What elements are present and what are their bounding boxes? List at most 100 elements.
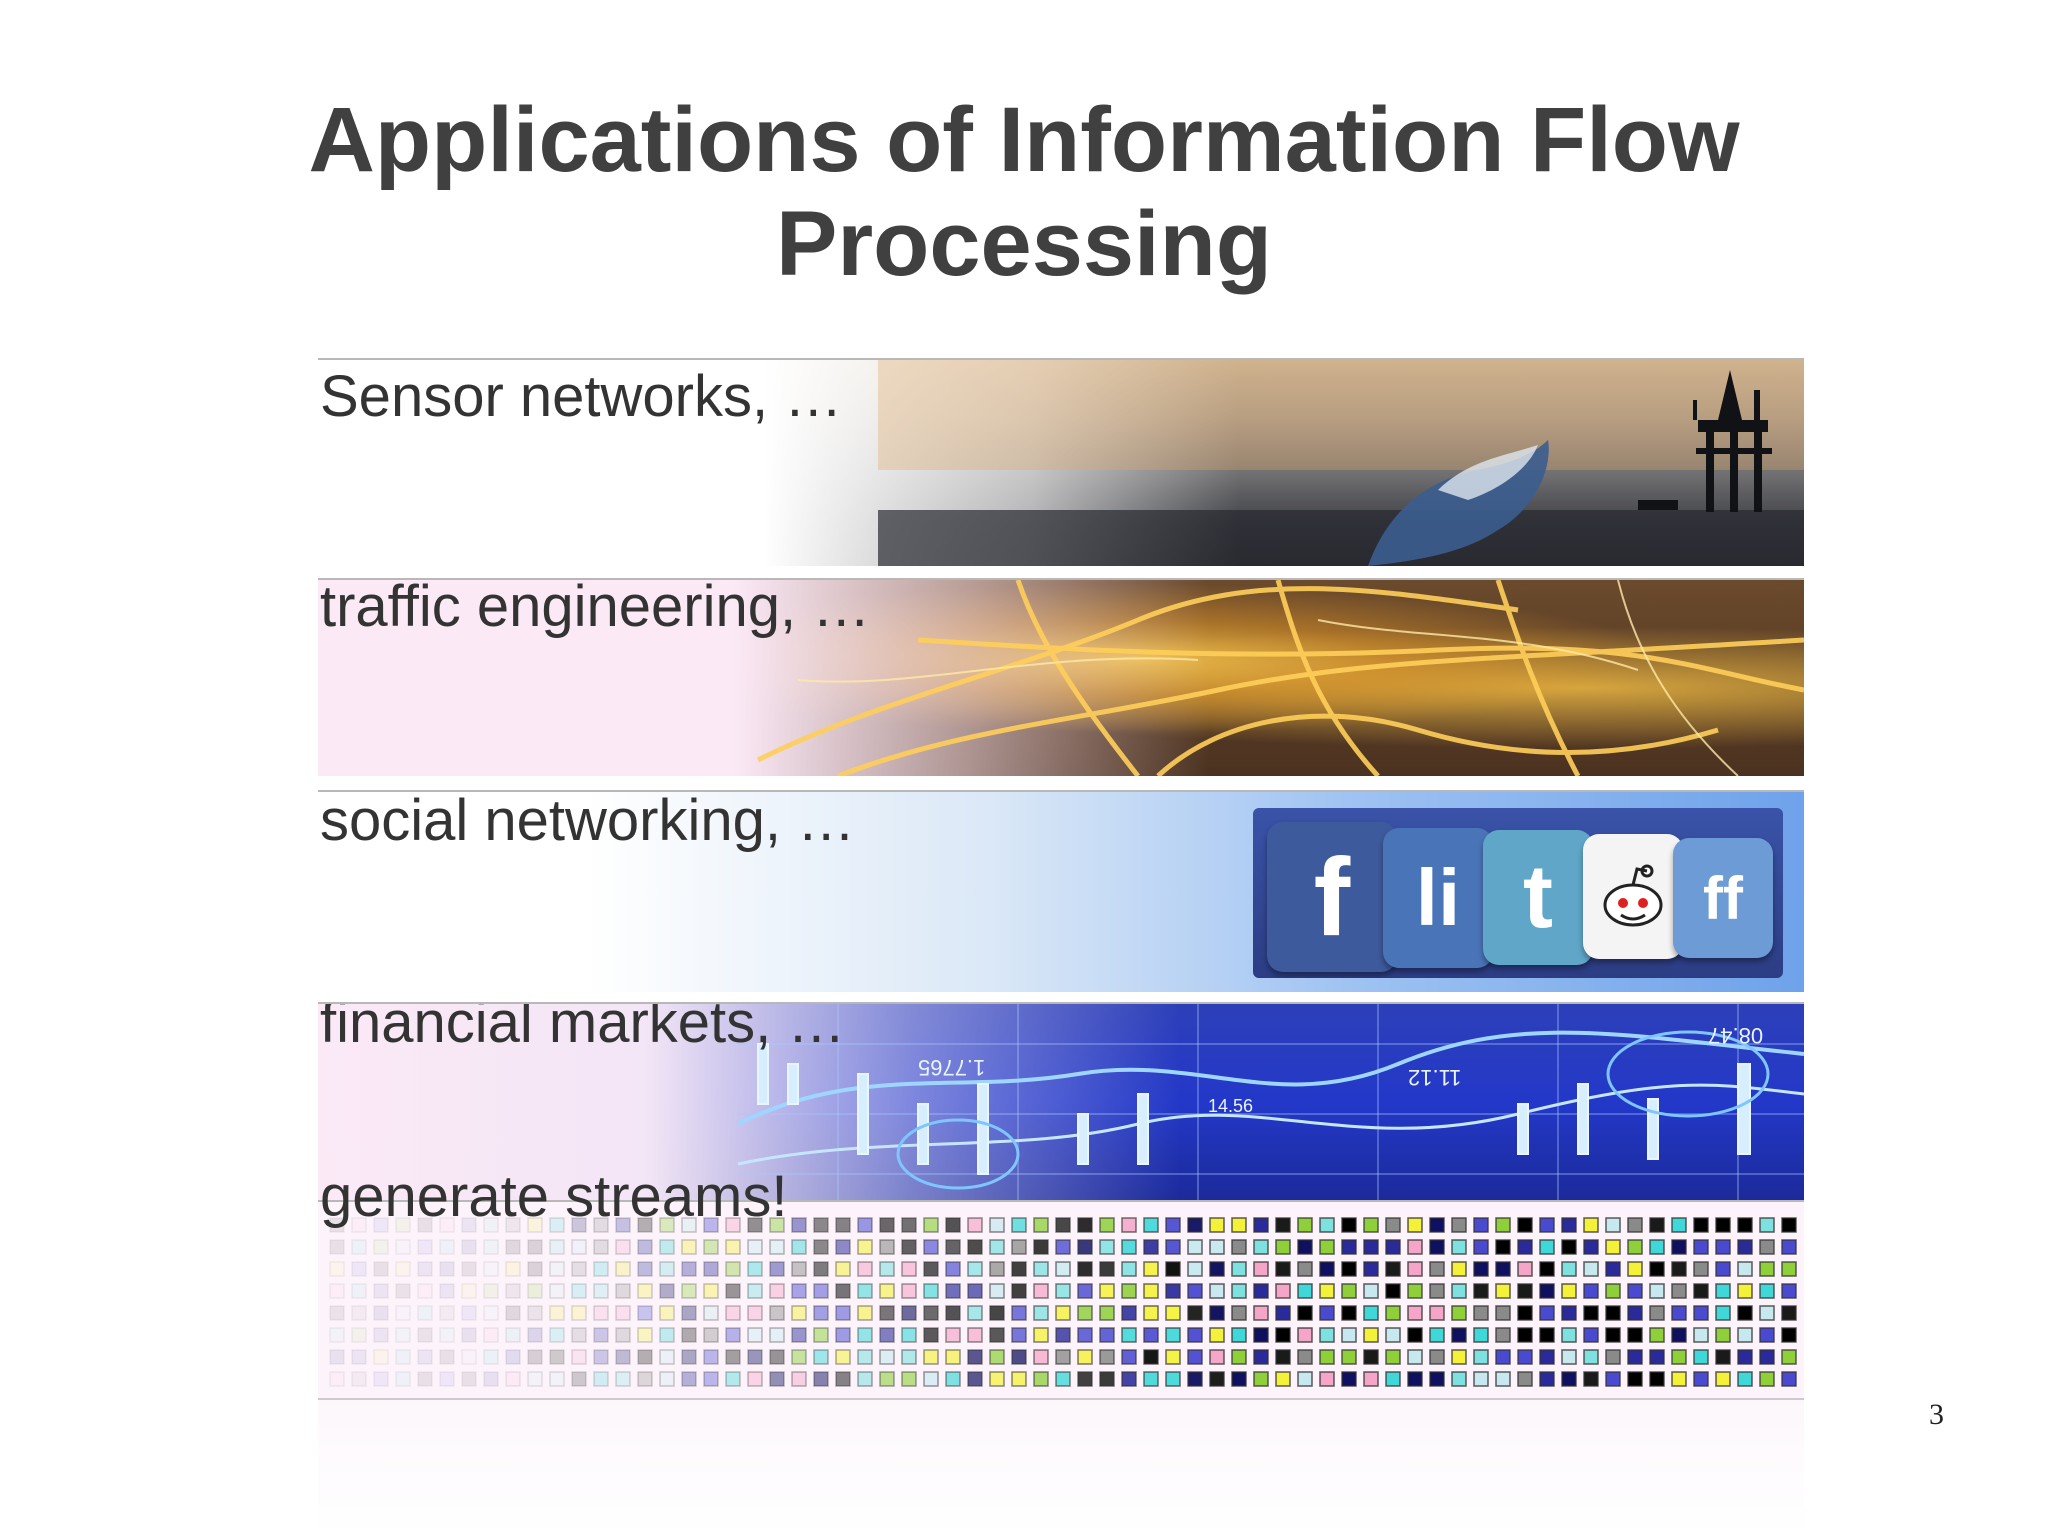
mosaic-cell — [945, 1239, 961, 1255]
mosaic-cell — [329, 1283, 345, 1299]
mosaic-cell — [1319, 1371, 1335, 1387]
mosaic-cell — [1209, 1305, 1225, 1321]
mosaic-cell — [1077, 1371, 1093, 1387]
mosaic-cell — [637, 1349, 653, 1365]
mosaic-cell — [1275, 1327, 1291, 1343]
mosaic-cell — [395, 1261, 411, 1277]
mosaic-cell — [1341, 1239, 1357, 1255]
mosaic-cell — [329, 1327, 345, 1343]
mosaic-cell — [417, 1261, 433, 1277]
mosaic-cell — [1011, 1327, 1027, 1343]
mosaic-cell — [1297, 1305, 1313, 1321]
finance-number-3: 14.56 — [1208, 1096, 1254, 1116]
mosaic-cell — [1539, 1217, 1555, 1233]
mosaic-cell — [1341, 1283, 1357, 1299]
mosaic-cell — [329, 1371, 345, 1387]
mosaic-cell — [351, 1217, 367, 1233]
mosaic-cell — [373, 1305, 389, 1321]
mosaic-cell — [571, 1371, 587, 1387]
mosaic-cell — [1363, 1239, 1379, 1255]
page-fade — [318, 1398, 1804, 1535]
mosaic-cell — [395, 1327, 411, 1343]
mosaic-cell — [945, 1349, 961, 1365]
mosaic-cell — [703, 1261, 719, 1277]
mosaic-cell — [747, 1261, 763, 1277]
mosaic-cell — [1737, 1261, 1753, 1277]
mosaic-cell — [373, 1371, 389, 1387]
mosaic-cell — [461, 1261, 477, 1277]
mosaic-cell — [747, 1217, 763, 1233]
mosaic-cell — [1363, 1327, 1379, 1343]
mosaic-cell — [417, 1217, 433, 1233]
mosaic-cell — [1165, 1327, 1181, 1343]
mosaic-cell — [351, 1305, 367, 1321]
mosaic-cell — [703, 1283, 719, 1299]
mosaic-cell — [1055, 1349, 1071, 1365]
mosaic-cell — [505, 1261, 521, 1277]
mosaic-cell — [505, 1283, 521, 1299]
mosaic-cell — [1077, 1283, 1093, 1299]
mosaic-cell — [1561, 1283, 1577, 1299]
mosaic-cell — [1605, 1305, 1621, 1321]
mosaic-cell — [1253, 1305, 1269, 1321]
mosaic-cell — [1671, 1371, 1687, 1387]
mosaic-cell — [681, 1327, 697, 1343]
mosaic-cell — [1209, 1349, 1225, 1365]
mosaic-cell — [1627, 1327, 1643, 1343]
mosaic-cell — [1693, 1239, 1709, 1255]
mosaic-cell — [1407, 1217, 1423, 1233]
mosaic-cell — [725, 1371, 741, 1387]
mosaic-cell — [1539, 1349, 1555, 1365]
mosaic-cell — [1429, 1261, 1445, 1277]
mosaic-cell — [1209, 1239, 1225, 1255]
mosaic-cell — [901, 1283, 917, 1299]
mosaic-cell — [1759, 1217, 1775, 1233]
mosaic-cell — [1319, 1283, 1335, 1299]
mosaic-cell — [1275, 1261, 1291, 1277]
mosaic-cell — [1319, 1349, 1335, 1365]
mosaic-cell — [439, 1261, 455, 1277]
mosaic-cell — [1451, 1305, 1467, 1321]
mosaic-cell — [923, 1283, 939, 1299]
mosaic-cell — [1649, 1371, 1665, 1387]
mosaic-cell — [1693, 1305, 1709, 1321]
mosaic-cell — [549, 1261, 565, 1277]
mosaic-cell — [1011, 1305, 1027, 1321]
mosaic-cell — [1165, 1371, 1181, 1387]
mosaic-cell — [813, 1327, 829, 1343]
mosaic-cell — [1583, 1327, 1599, 1343]
mosaic-cell — [703, 1327, 719, 1343]
mosaic-cell — [747, 1305, 763, 1321]
mosaic-cell — [791, 1283, 807, 1299]
mosaic-cell — [527, 1305, 543, 1321]
mosaic-cell — [1363, 1371, 1379, 1387]
mosaic-cell — [1209, 1283, 1225, 1299]
mosaic-cell — [681, 1283, 697, 1299]
mosaic-cell — [527, 1261, 543, 1277]
mosaic-cell — [1605, 1239, 1621, 1255]
mosaic-cell — [1583, 1261, 1599, 1277]
mosaic-cell — [1715, 1217, 1731, 1233]
mosaic-cell — [989, 1349, 1005, 1365]
mosaic-cell — [791, 1261, 807, 1277]
mosaic-cell — [1583, 1283, 1599, 1299]
mosaic-cell — [1385, 1283, 1401, 1299]
mosaic-cell — [1231, 1283, 1247, 1299]
mosaic-cell — [989, 1327, 1005, 1343]
mosaic-cell — [1693, 1217, 1709, 1233]
mosaic-cell — [703, 1305, 719, 1321]
mosaic-cell — [1275, 1305, 1291, 1321]
mosaic-cell — [1605, 1371, 1621, 1387]
mosaic-cell — [461, 1371, 477, 1387]
mosaic-cell — [1143, 1239, 1159, 1255]
band-label-sensor: Sensor networks, … — [320, 364, 843, 429]
mosaic-cell — [1033, 1371, 1049, 1387]
mosaic-cell — [615, 1305, 631, 1321]
band-label-traffic: traffic engineering, … — [320, 578, 871, 639]
band-sensor-networks: Sensor networks, … — [318, 358, 1804, 566]
mosaic-cell — [835, 1261, 851, 1277]
mosaic-cell — [1099, 1371, 1115, 1387]
mosaic-cell — [373, 1261, 389, 1277]
mosaic-cell — [1055, 1305, 1071, 1321]
mosaic-cell — [351, 1371, 367, 1387]
